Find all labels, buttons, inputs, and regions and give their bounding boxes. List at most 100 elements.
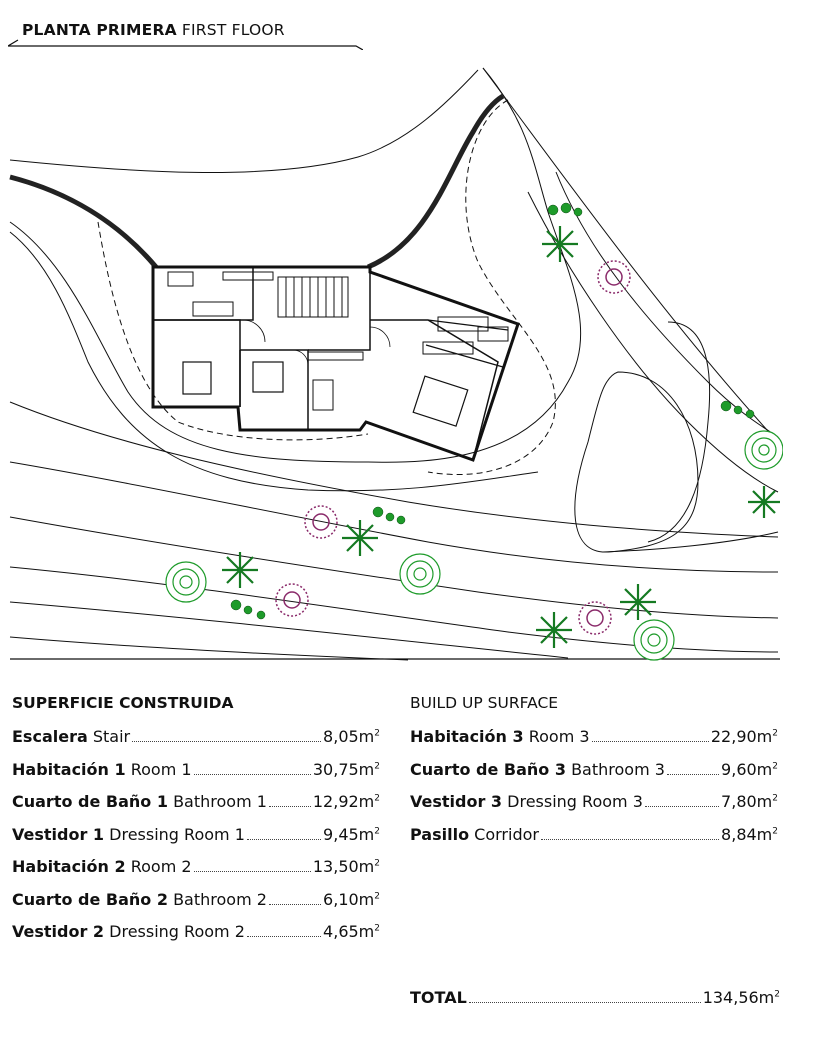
palm-icon: [542, 226, 578, 262]
area-value: 7,80m2: [721, 792, 778, 811]
area-label-en: Dressing Room 1: [109, 824, 245, 844]
leader-dots: [268, 903, 322, 905]
area-value: 22,90m2: [710, 727, 778, 746]
header-underline: [8, 39, 363, 50]
plant-icon: [547, 202, 583, 217]
leader-dots: [193, 870, 311, 872]
area-label: Pasillo Corridor: [410, 825, 539, 844]
plant-icon: [720, 400, 755, 419]
leader-dots: [246, 838, 322, 840]
title-light: FIRST FLOOR: [181, 21, 285, 39]
contour-line: [9, 401, 779, 538]
page-header: PLANTA PRIMERA FIRST FLOOR: [8, 18, 363, 50]
area-label-es: Cuarto de Baño 3: [410, 759, 566, 779]
building-outline: [151, 265, 520, 462]
area-label: Habitación 3 Room 3: [410, 727, 590, 746]
tree-icon: [633, 619, 675, 661]
area-label-es: Vestidor 1: [12, 824, 105, 844]
palm-icon: [620, 584, 656, 620]
area-label: Habitación 1 Room 1: [12, 760, 192, 779]
contour-line: [9, 566, 779, 653]
area-row: Cuarto de Baño 2 Bathroom 2 6,10m2: [12, 890, 380, 909]
leader-dots: [666, 773, 720, 775]
area-label-en: Room 2: [130, 857, 192, 876]
shrub-icon: [597, 260, 631, 294]
area-label-en: Bathroom 2: [173, 889, 267, 909]
contour-line: [9, 601, 569, 659]
area-label: Cuarto de Baño 2 Bathroom 2: [12, 890, 267, 909]
area-label-es: Cuarto de Baño 1: [12, 792, 168, 811]
palm-icon: [536, 612, 572, 648]
area-label-en: Dressing Room 2: [109, 922, 245, 941]
area-value: 8,84m2: [721, 824, 778, 844]
contour-line: [9, 231, 539, 492]
palm-icon: [748, 486, 780, 518]
area-label-es: Cuarto de Baño 2: [12, 889, 168, 909]
contour-line: [482, 67, 779, 443]
area-label-es: Habitación 1: [12, 759, 126, 779]
area-label: Cuarto de Baño 3 Bathroom 3: [410, 760, 665, 779]
garden-wall: [9, 174, 158, 269]
title-bold: PLANTA PRIMERA: [22, 21, 177, 39]
garden-wall: [367, 93, 505, 270]
area-value: 4,65m2: [323, 922, 380, 941]
shrub-icon: [304, 505, 338, 539]
area-label-en: Corridor: [474, 824, 539, 844]
contour-line: [527, 191, 779, 493]
tree-icon: [165, 561, 207, 603]
area-label: Escalera Stair: [12, 727, 130, 746]
page-title: PLANTA PRIMERA FIRST FLOOR: [22, 21, 285, 39]
contour-line: [647, 321, 711, 543]
leader-dots: [246, 935, 322, 937]
leader-dots: [591, 740, 709, 742]
leader-dots: [540, 838, 720, 840]
area-value: 9,60m2: [721, 759, 778, 779]
bed-3: [412, 375, 469, 427]
leader-dots: [193, 773, 311, 775]
left-section-title: SUPERFICIE CONSTRUIDA: [12, 694, 234, 712]
area-label: Vestidor 1 Dressing Room 1: [12, 825, 245, 844]
area-label: Habitación 2 Room 2: [12, 857, 192, 876]
area-row: Pasillo Corridor 8,84m2: [410, 825, 778, 844]
contour-line: [9, 69, 479, 173]
total-value: 134,56m2: [702, 988, 780, 1007]
bed-2: [252, 361, 284, 393]
right-section-title: BUILD UP SURFACE: [410, 694, 559, 712]
dashed-path: [427, 99, 556, 476]
area-value: 6,10m2: [323, 889, 380, 909]
total-label: TOTAL: [410, 988, 467, 1007]
contour-line: [602, 531, 779, 553]
shrub-icon: [275, 583, 309, 617]
leader-dots: [132, 740, 322, 742]
dashed-path: [97, 221, 369, 441]
plant-icon: [372, 506, 406, 525]
area-label-en: Bathroom 1: [173, 792, 267, 811]
palm-icon: [342, 520, 378, 556]
tree-icon: [744, 430, 783, 470]
area-label-es: Escalera: [12, 727, 88, 746]
area-label-en: Room 1: [130, 759, 192, 779]
area-label-es: Habitación 2: [12, 857, 126, 876]
floor-plan: [9, 67, 783, 661]
area-row: Vestidor 2 Dressing Room 2 4,65m2: [12, 922, 380, 941]
area-label-es: Vestidor 2: [12, 922, 105, 941]
contour-line: [9, 516, 779, 619]
area-row: Cuarto de Baño 3 Bathroom 3 9,60m2: [410, 760, 778, 779]
area-value: 8,05m2: [323, 727, 380, 746]
area-row: Habitación 3 Room 3 22,90m2: [410, 727, 778, 746]
contour-line: [555, 171, 779, 438]
area-label-en: Bathroom 3: [571, 759, 665, 779]
area-label: Vestidor 2 Dressing Room 2: [12, 922, 245, 941]
leader-dots: [468, 1001, 701, 1003]
contour-line: [9, 636, 409, 661]
area-label-es: Habitación 3: [410, 727, 524, 746]
contour-line: [9, 461, 779, 573]
bed-1: [182, 361, 212, 395]
area-label-en: Dressing Room 3: [507, 792, 643, 811]
shrub-icon: [578, 601, 612, 635]
